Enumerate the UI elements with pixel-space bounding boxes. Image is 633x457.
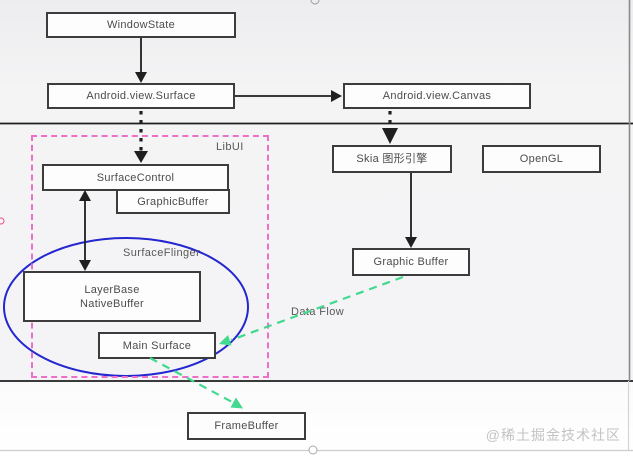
node-graphic-buffer[interactable]: Graphic Buffer	[352, 248, 470, 276]
surfaceflinger-group-label: SurfaceFlinger	[123, 247, 201, 259]
node-framebuffer-label: FrameBuffer	[214, 420, 279, 432]
artifact-dot-bottom	[308, 445, 318, 455]
node-windowstate[interactable]: WindowState	[46, 12, 236, 38]
node-surfacecontrol-label: SurfaceControl	[96, 171, 175, 184]
node-layerbase-label: LayerBase	[84, 283, 140, 296]
node-opengl[interactable]: OpenGL	[482, 145, 601, 173]
node-main-surface[interactable]: Main Surface	[98, 332, 216, 359]
node-android-view-canvas-label: Android.view.Canvas	[382, 90, 492, 102]
node-framebuffer[interactable]: FrameBuffer	[187, 412, 306, 440]
libui-group-label: LibUI	[216, 141, 244, 153]
node-graphicbuffer-inner[interactable]: GraphicBuffer	[116, 189, 230, 214]
node-windowstate-label: WindowState	[106, 19, 176, 31]
node-layerbase-nativebuffer[interactable]: LayerBase NativeBuffer	[23, 271, 201, 322]
node-opengl-label: OpenGL	[519, 153, 564, 165]
node-skia-engine-label: Skia 图形引擎	[356, 153, 428, 165]
data-flow-label: Data Flow	[291, 306, 345, 318]
node-android-view-canvas[interactable]: Android.view.Canvas	[343, 83, 531, 109]
node-graphic-buffer-label: Graphic Buffer	[373, 256, 449, 268]
node-android-view-surface[interactable]: Android.view.Surface	[47, 83, 235, 109]
juejin-watermark: @稀土掘金技术社区	[485, 427, 621, 443]
arrowhead-canvas-to-skia	[382, 128, 398, 144]
node-nativebuffer-label: NativeBuffer	[80, 297, 144, 310]
artifact-dot-left	[0, 217, 5, 225]
artifact-dot-top	[310, 0, 320, 5]
arrowhead-windowstate-to-surface	[135, 72, 147, 83]
dataflow-arrowhead-framebuffer	[230, 397, 243, 409]
node-skia-engine[interactable]: Skia 图形引擎	[332, 145, 452, 173]
node-android-view-surface-label: Android.view.Surface	[86, 90, 196, 102]
node-main-surface-label: Main Surface	[122, 339, 192, 352]
node-surfacecontrol[interactable]: SurfaceControl	[42, 164, 229, 191]
node-graphicbuffer-inner-label: GraphicBuffer	[137, 195, 209, 208]
arrowhead-skia-to-graphicbuffer	[405, 237, 417, 248]
arrowhead-surface-to-canvas	[331, 90, 342, 102]
